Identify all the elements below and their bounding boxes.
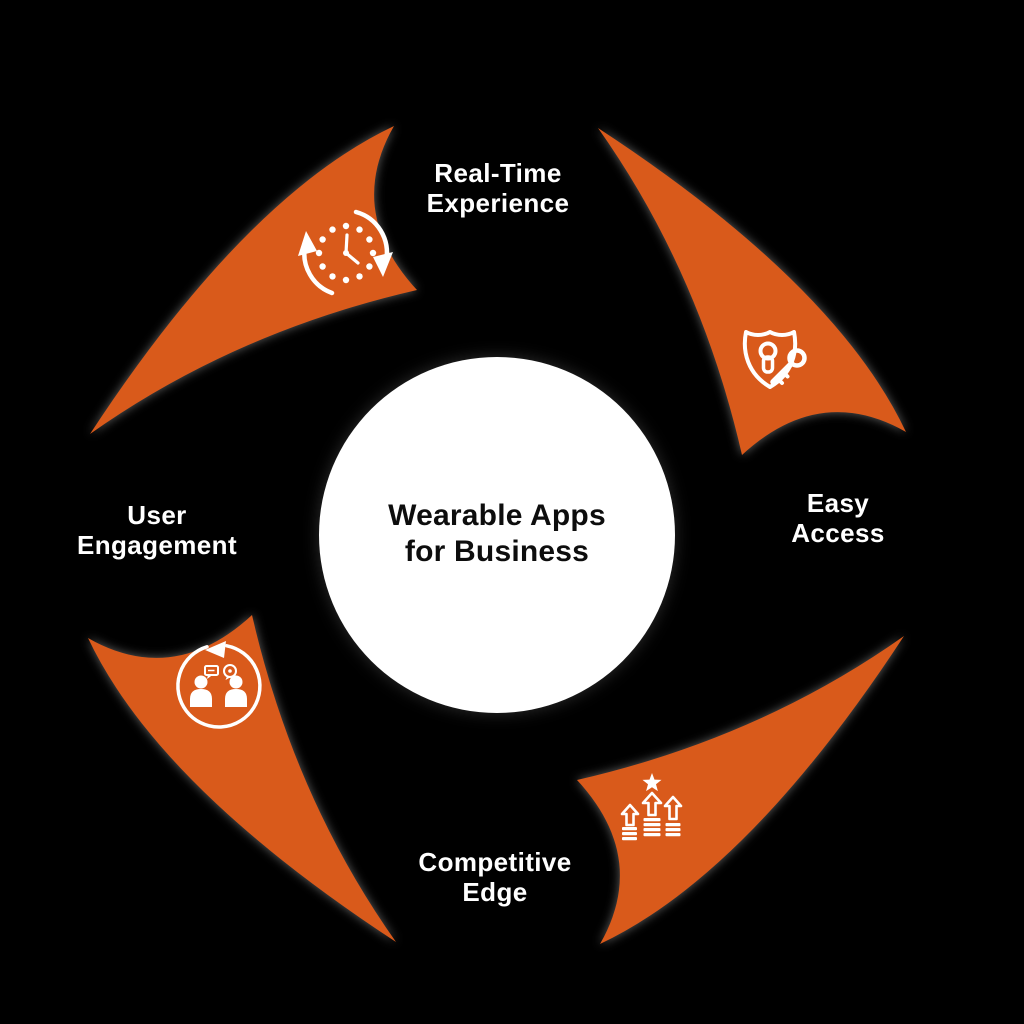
petal-bottom-right	[577, 636, 904, 944]
label-line: User	[127, 500, 187, 530]
label-line: Competitive	[418, 847, 572, 877]
label-competitive-edge: Competitive Edge	[418, 847, 571, 907]
label-line: Experience	[426, 188, 570, 218]
center-title-line1: Wearable Apps	[388, 499, 606, 532]
diagram-center-title: Wearable Apps for Business	[388, 498, 606, 570]
petal-top-left	[90, 126, 417, 434]
label-easy-access: Easy Access	[791, 488, 884, 548]
label-user-engagement: User Engagement	[77, 500, 237, 560]
label-line: Easy	[806, 488, 870, 518]
center-circle	[319, 357, 675, 713]
label-line: Engagement	[76, 530, 238, 560]
petal-top-right	[598, 128, 906, 455]
petal-bottom-left	[88, 615, 396, 942]
label-line: Edge	[462, 877, 528, 907]
clock-refresh-icon	[298, 209, 393, 296]
people-conversation-icon	[176, 641, 262, 729]
center-title-line2: for Business	[404, 535, 590, 568]
label-line: Access	[791, 518, 885, 548]
label-line: Real-Time	[434, 158, 562, 188]
label-real-time-experience: Real-Time Experience	[427, 158, 570, 218]
growth-arrows-star-icon	[620, 773, 683, 841]
shield-key-icon	[742, 330, 807, 389]
